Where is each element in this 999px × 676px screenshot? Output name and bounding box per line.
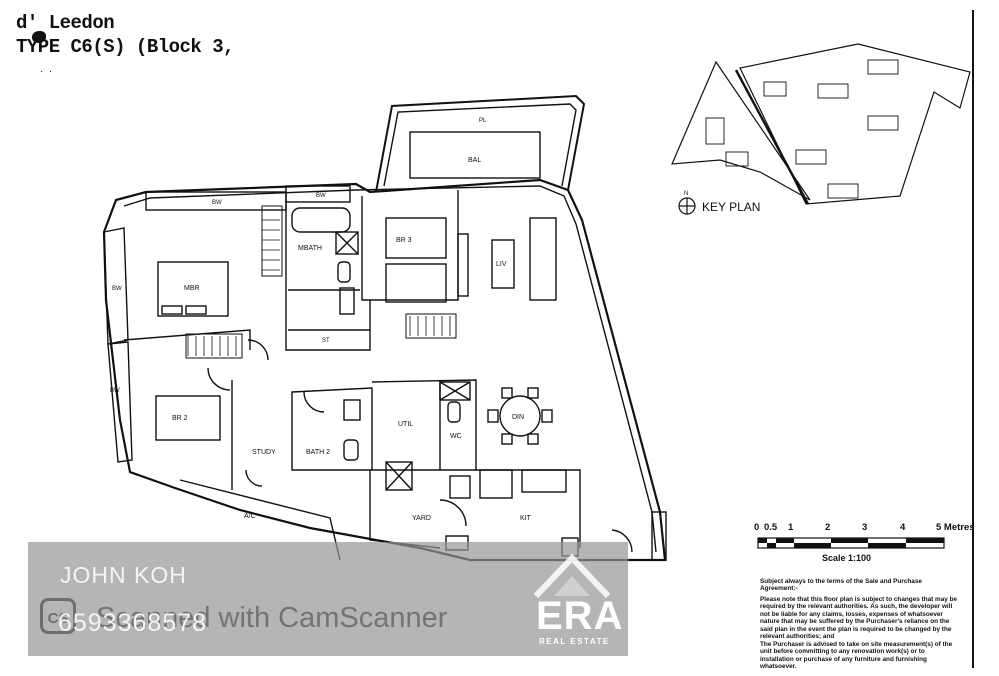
north-label: N xyxy=(684,191,688,197)
label-bw-left-upper: BW xyxy=(112,286,122,292)
scale-tick-3: 3 xyxy=(862,522,868,533)
label-study: STUDY xyxy=(252,449,276,456)
scale-ticks: 0 0.5 1 2 3 4 5 Metres xyxy=(754,522,975,536)
sheet-border-line xyxy=(972,10,974,668)
agent-name: JOHN KOH xyxy=(60,562,187,588)
label-mbr: MBR xyxy=(184,285,200,292)
label-liv: LIV xyxy=(496,261,507,268)
scale-tick-0: 0 xyxy=(754,522,760,533)
camscanner-icon: CS xyxy=(40,598,76,634)
label-bath2: BATH 2 xyxy=(306,449,330,456)
scale-tick-2: 2 xyxy=(825,522,831,533)
ink-dots: · · xyxy=(40,66,53,77)
scale-tick-4: 4 xyxy=(900,522,906,533)
label-yard: YARD xyxy=(412,515,431,522)
project-name: d' Leedon xyxy=(16,12,115,34)
label-kit: KIT xyxy=(520,515,532,522)
era-logo-icon xyxy=(533,553,611,598)
scale-tick-5: 5 Metres xyxy=(936,522,975,533)
scale-tick-05: 0.5 xyxy=(764,522,778,533)
notes-para-1: Please note that this floor plan is subj… xyxy=(760,596,958,641)
label-bw-left-lower: BW xyxy=(110,388,120,394)
label-din: DIN xyxy=(512,414,524,421)
agent-watermark-panel xyxy=(28,542,628,656)
unit-type-line: TYPE C6(S) (Block 3, xyxy=(16,36,235,58)
camscanner-text: Scanned with CamScanner xyxy=(96,602,448,634)
notes-para-2: The Purchaser is advised to take on site… xyxy=(760,641,953,671)
label-pl: PL xyxy=(479,118,487,124)
label-ac: A/C xyxy=(244,513,256,520)
era-brand: ERA xyxy=(536,594,624,638)
label-bw-top-mid: BW xyxy=(316,193,326,199)
notes-heading: Subject always to the terms of the Sale … xyxy=(760,578,922,593)
label-br3: BR 3 xyxy=(396,237,412,244)
label-st: ST xyxy=(322,338,330,344)
label-bw-top-left: BW xyxy=(212,200,222,206)
era-brand-sub: REAL ESTATE xyxy=(539,637,610,646)
label-mbath: MBATH xyxy=(298,245,322,252)
key-plan-label: KEY PLAN xyxy=(702,200,761,214)
label-wc: WC xyxy=(450,433,462,440)
label-bal: BAL xyxy=(468,157,481,164)
scale-tick-1: 1 xyxy=(788,522,794,533)
ink-blot xyxy=(32,31,46,43)
label-util: UTIL xyxy=(398,421,413,428)
agent-phone: 6593368578 xyxy=(58,609,208,637)
label-br2: BR 2 xyxy=(172,415,188,422)
scale-label: Scale 1:100 xyxy=(822,553,872,563)
